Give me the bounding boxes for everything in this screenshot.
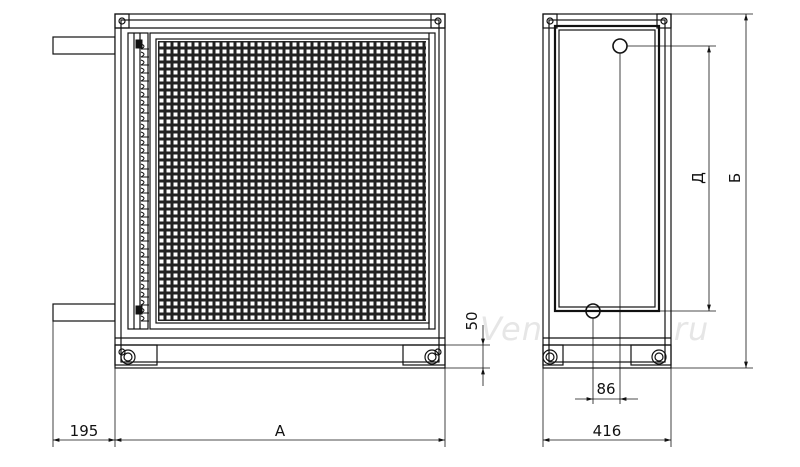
outlet-pipe-bottom: [52, 303, 116, 322]
u-bend: [140, 171, 149, 178]
u-bend: [140, 259, 149, 266]
side-view: [542, 13, 672, 369]
u-bend: [140, 291, 149, 298]
header-cap: [135, 39, 143, 49]
u-bend: [140, 123, 149, 130]
coil-u-bends: [135, 39, 149, 322]
u-bend: [140, 163, 149, 170]
u-bend: [140, 107, 149, 114]
u-bend: [140, 147, 149, 154]
u-bend: [140, 67, 149, 74]
u-bend: [140, 267, 149, 274]
u-bend: [140, 251, 149, 258]
dim-label-195: 195: [70, 422, 99, 440]
u-bend: [140, 59, 149, 66]
u-bend: [140, 91, 149, 98]
u-bend: [140, 179, 149, 186]
dim-label-D: Д: [689, 172, 707, 184]
u-bend: [140, 195, 149, 202]
u-bend: [140, 275, 149, 282]
u-bend: [140, 187, 149, 194]
u-bend: [140, 283, 149, 290]
u-bend: [140, 75, 149, 82]
u-bend: [140, 299, 149, 306]
u-bend: [140, 235, 149, 242]
dim-label-86: 86: [596, 380, 615, 398]
u-bend: [140, 83, 149, 90]
inlet-pipe-top: [52, 36, 116, 55]
u-bend: [140, 51, 149, 58]
u-bend: [140, 115, 149, 122]
dimension-lines: [52, 13, 753, 447]
coil-fin-grid: [158, 41, 426, 321]
u-bend: [140, 99, 149, 106]
u-bend: [140, 219, 149, 226]
header-cap: [135, 305, 143, 315]
u-bend: [140, 315, 149, 322]
u-bend: [140, 139, 149, 146]
coil-header: [127, 32, 149, 330]
dim-label-416: 416: [593, 422, 622, 440]
side-outer-frame: [542, 13, 672, 369]
u-bend: [140, 155, 149, 162]
u-bend: [140, 227, 149, 234]
dim-label-50: 50: [463, 311, 481, 330]
u-bend: [140, 203, 149, 210]
u-bend: [140, 211, 149, 218]
corner-brackets: [114, 13, 446, 366]
u-bend: [140, 131, 149, 138]
dim-label-A: A: [275, 422, 286, 440]
u-bend: [140, 243, 149, 250]
dim-label-B: Б: [726, 173, 744, 183]
